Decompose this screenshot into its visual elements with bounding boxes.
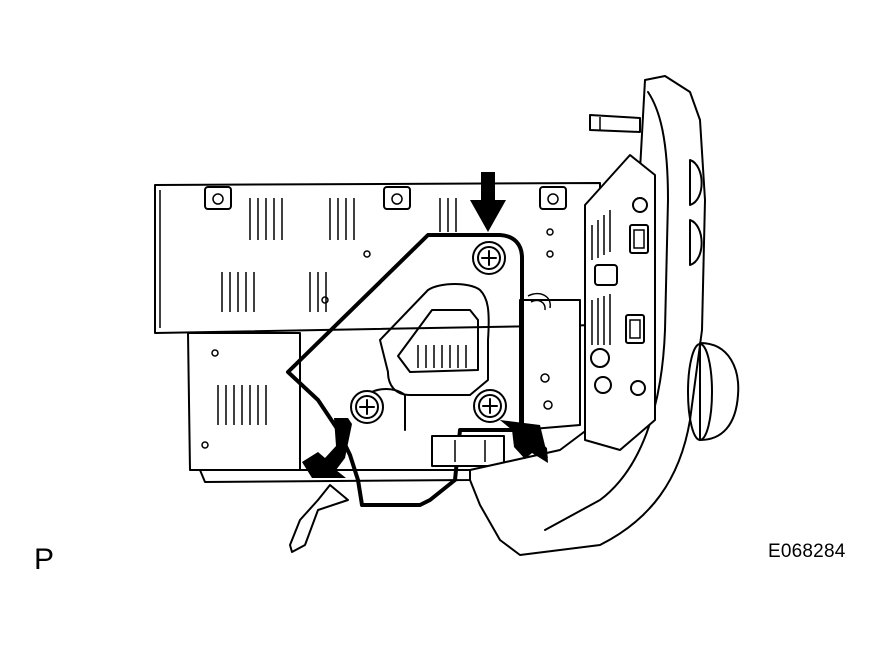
screw-top bbox=[472, 241, 506, 275]
screw-left bbox=[350, 390, 384, 424]
front-panel bbox=[469, 75, 740, 556]
arrow-right-screw bbox=[500, 420, 548, 463]
side-bracket bbox=[519, 292, 581, 431]
arrow-top-screw bbox=[470, 172, 506, 232]
arrow-left-screw bbox=[302, 418, 352, 478]
screw-right bbox=[473, 389, 507, 423]
figure-code: E068284 bbox=[768, 541, 846, 562]
corner-label: P bbox=[34, 543, 55, 576]
mounting-bracket bbox=[286, 233, 524, 553]
